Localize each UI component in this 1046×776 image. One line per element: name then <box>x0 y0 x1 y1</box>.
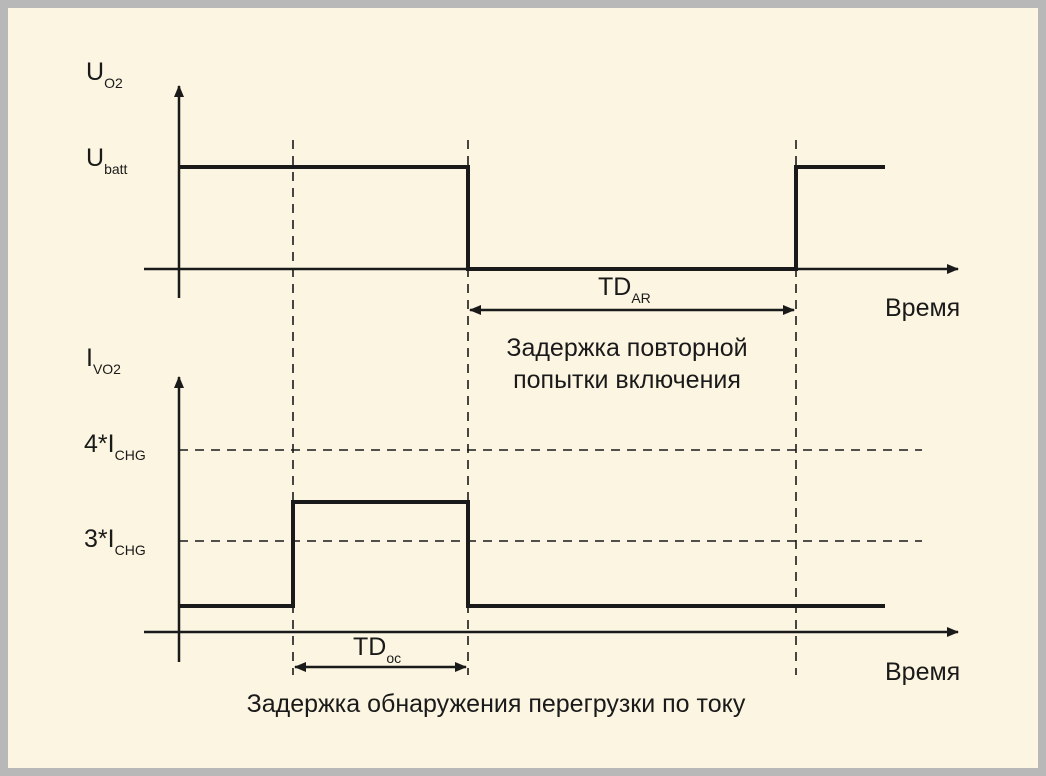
td-ar-label: TDAR <box>598 273 651 306</box>
threshold-3x-label: 3*ICHG <box>84 525 146 558</box>
td-oc-caption: Задержка обнаружения перегрузки по току <box>247 690 746 718</box>
top-graph: UO2 Ubatt Время <box>86 58 960 322</box>
threshold-4x-label: 4*ICHG <box>84 430 146 463</box>
td-oc-interval: TDoc Задержка обнаружения перегрузки по … <box>247 633 746 718</box>
td-oc-label: TDoc <box>353 633 401 666</box>
top-level-label: Ubatt <box>86 144 128 177</box>
top-y-label: UO2 <box>86 58 123 91</box>
td-ar-interval: TDAR Задержка повторной попытки включени… <box>469 273 795 394</box>
bottom-x-label: Время <box>885 658 960 686</box>
top-x-label: Время <box>885 294 960 322</box>
bottom-waveform <box>179 500 885 608</box>
time-markers <box>292 140 797 675</box>
td-ar-caption-line1: Задержка повторной <box>506 334 747 362</box>
bottom-y-label: IVO2 <box>86 344 121 377</box>
td-ar-caption-line2: попытки включения <box>513 366 741 394</box>
bottom-graph: IVO2 4*ICHG 3*ICHG Время <box>84 344 960 686</box>
top-waveform <box>179 165 885 271</box>
